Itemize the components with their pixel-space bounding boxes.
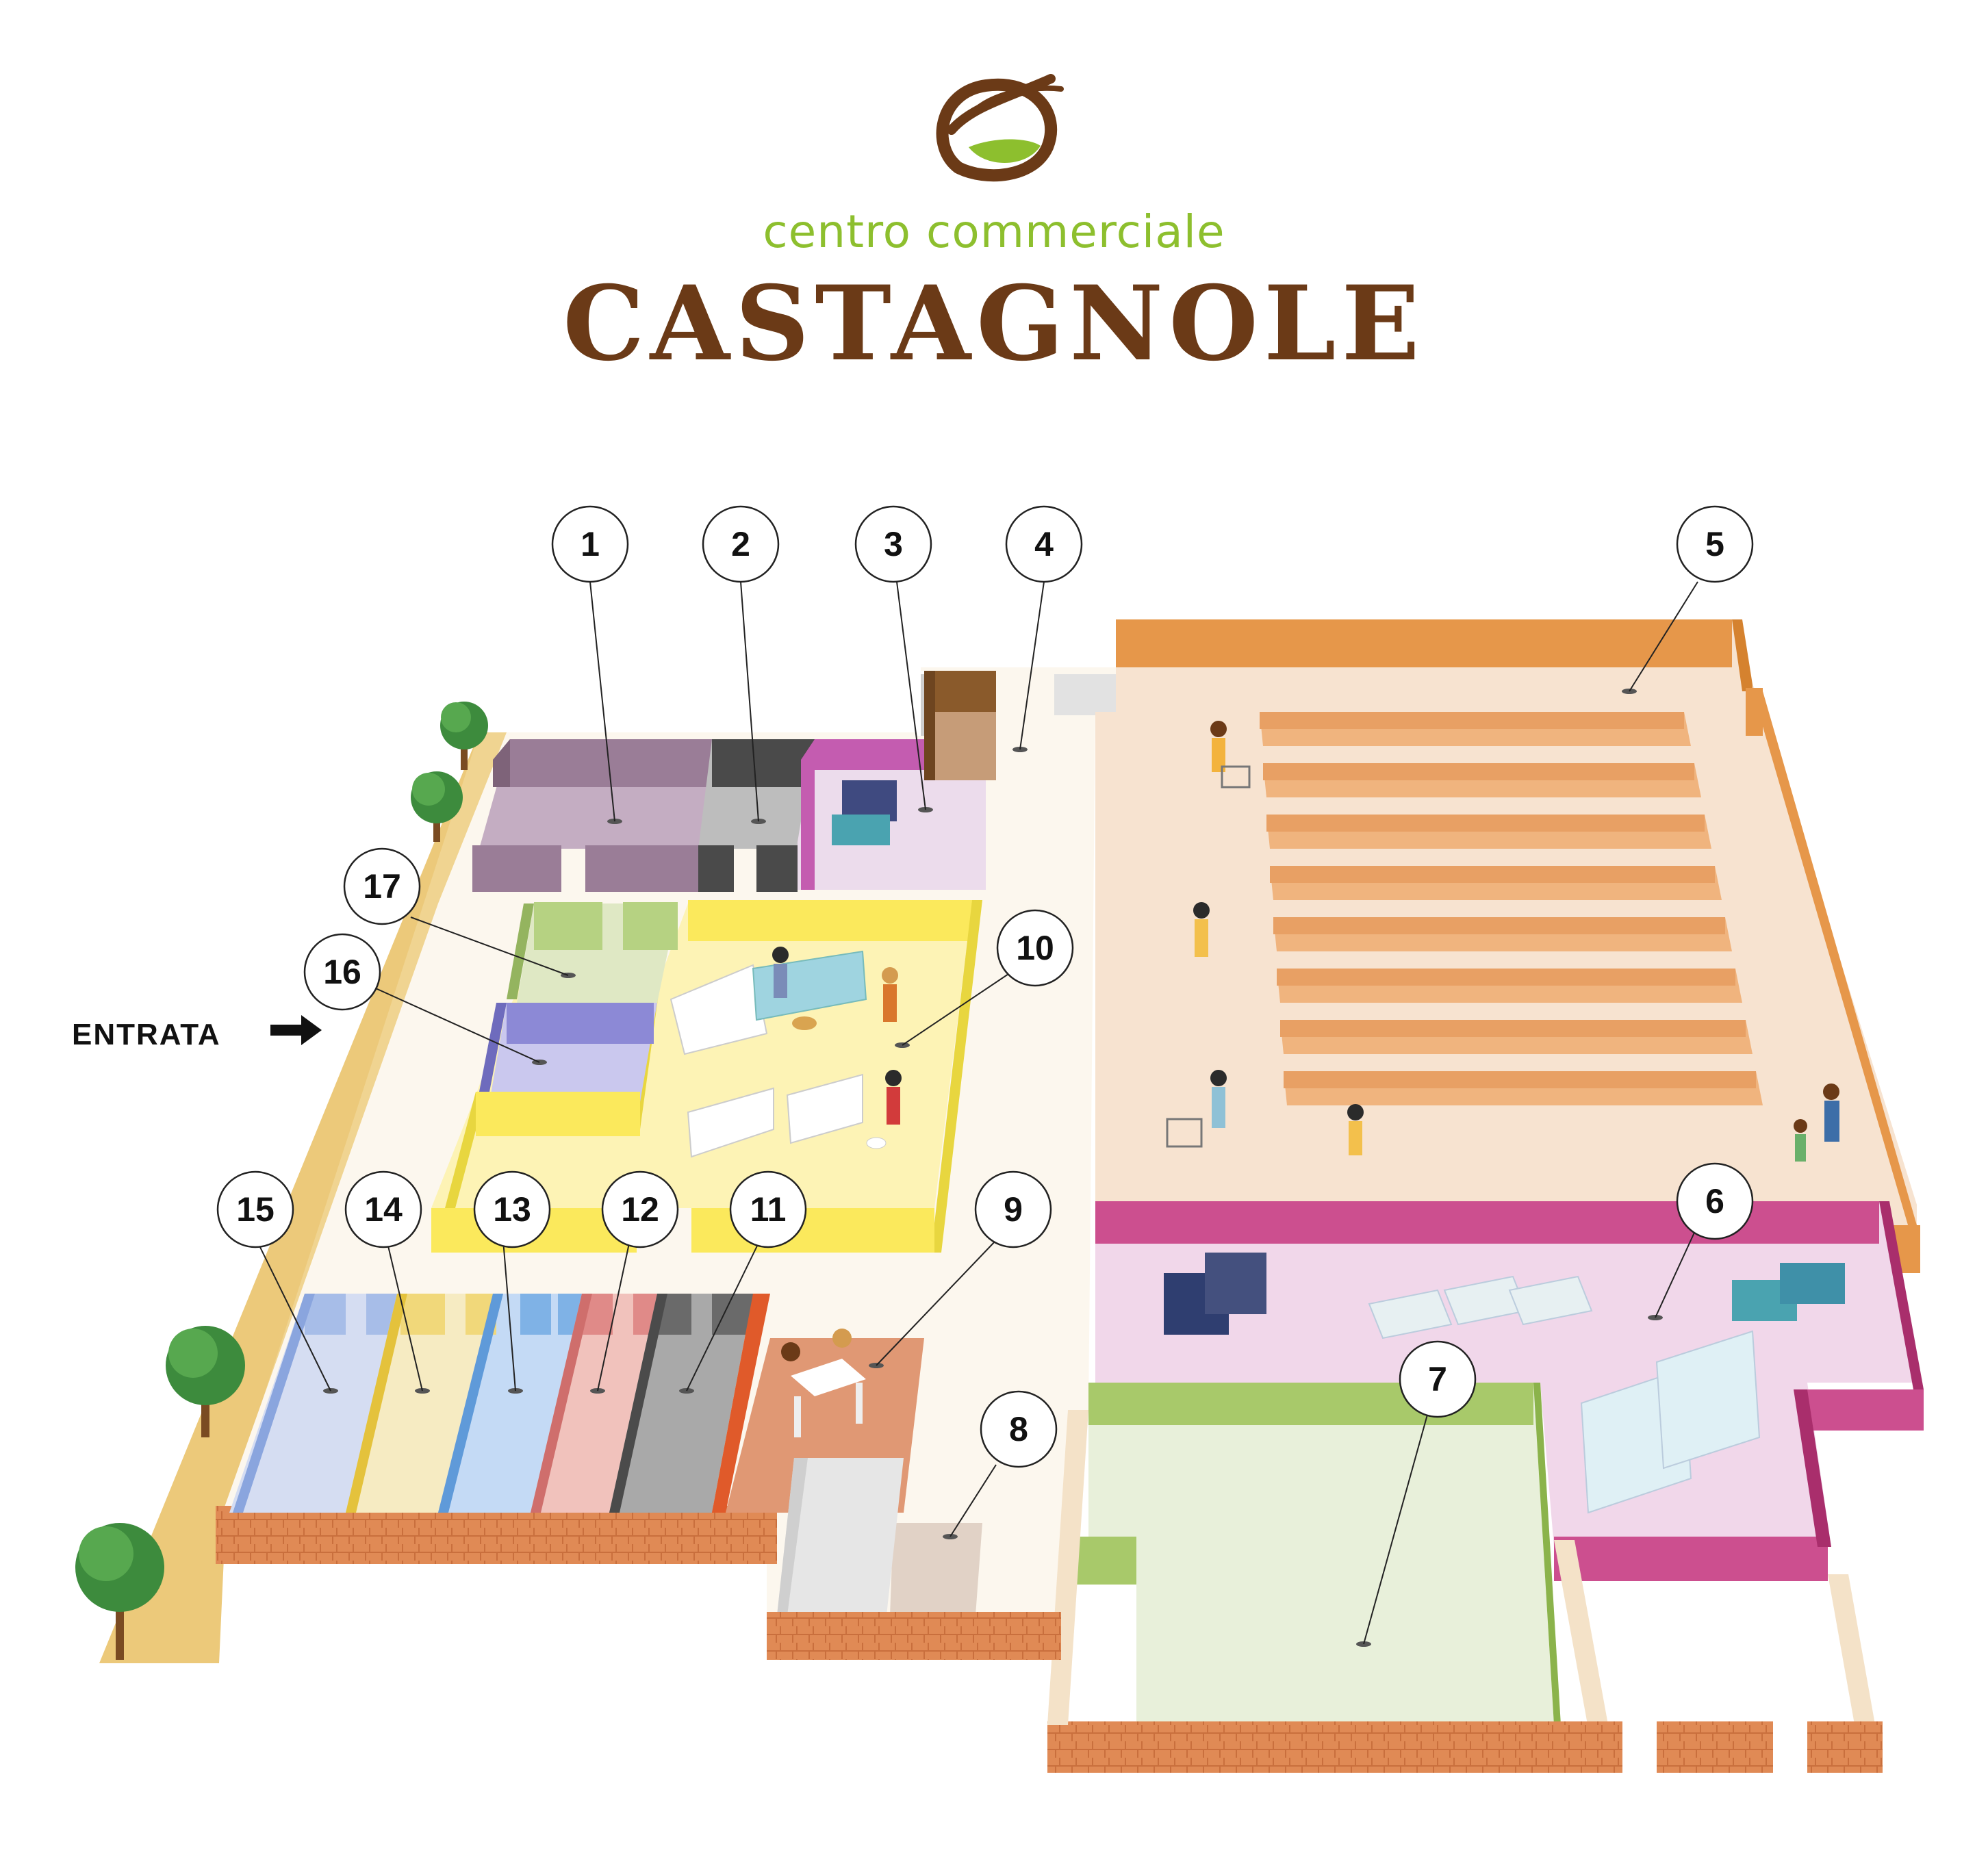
leader-lines	[256, 581, 1698, 1645]
callout-11[interactable]: 11	[729, 1170, 807, 1248]
svg-text:17: 17	[363, 867, 401, 906]
store-17[interactable]	[507, 902, 678, 1003]
store-2[interactable]	[698, 739, 815, 892]
store-16[interactable]	[476, 1003, 657, 1136]
arrow-right-icon	[270, 1015, 322, 1045]
store-11[interactable]	[609, 1294, 753, 1513]
callout-5[interactable]: 5	[1676, 505, 1754, 583]
store-7[interactable]	[1071, 1383, 1561, 1725]
person-icon	[772, 721, 1839, 1162]
entrance-label: ENTRATA	[72, 1018, 221, 1051]
cafe-table-icon	[781, 1329, 866, 1437]
south-brick-wall-right-c	[1807, 1721, 1883, 1773]
callout-10[interactable]: 10	[996, 909, 1074, 987]
callout-6[interactable]: 6	[1676, 1162, 1754, 1240]
callout-1[interactable]: 1	[551, 505, 629, 583]
callout-17[interactable]: 17	[343, 847, 421, 925]
store-13[interactable]	[438, 1294, 582, 1513]
svg-text:9: 9	[1004, 1190, 1023, 1229]
svg-text:5: 5	[1705, 525, 1724, 563]
store-1[interactable]	[472, 739, 712, 892]
callout-3[interactable]: 3	[854, 505, 932, 583]
callout-16[interactable]: 16	[303, 933, 381, 1011]
svg-text:10: 10	[1016, 929, 1054, 967]
callout-9[interactable]: 9	[974, 1170, 1052, 1248]
callout-14[interactable]: 14	[344, 1170, 422, 1248]
tree-icon	[166, 1326, 245, 1437]
gray-room-left-of-4	[921, 671, 924, 674]
shopping-cart-icon	[1166, 765, 1251, 1148]
svg-text:3: 3	[884, 525, 903, 563]
tree-icon	[75, 1523, 164, 1660]
clothes-rack-icon	[832, 780, 1845, 1335]
svg-text:13: 13	[493, 1190, 531, 1229]
castagnole-logo-icon	[936, 74, 1064, 182]
svg-text:2: 2	[731, 525, 750, 563]
store-12[interactable]	[531, 1294, 657, 1513]
callout-4[interactable]: 4	[1005, 505, 1083, 583]
callout-7[interactable]: 7	[1399, 1340, 1477, 1418]
svg-text:14: 14	[364, 1190, 403, 1229]
logo-title: CASTAGNOLE	[563, 264, 1425, 384]
svg-text:11: 11	[750, 1190, 787, 1229]
display-shelf-icon	[670, 950, 1761, 1514]
callout-2[interactable]: 2	[702, 505, 780, 583]
callout-8[interactable]: 8	[980, 1390, 1058, 1468]
svg-text:15: 15	[236, 1190, 275, 1229]
store-8[interactable]	[890, 1523, 982, 1615]
logo-subtitle: centro commerciale	[763, 205, 1225, 258]
svg-text:6: 6	[1705, 1182, 1724, 1220]
callout-13[interactable]: 13	[473, 1170, 551, 1248]
service-room-south	[777, 1458, 904, 1615]
dog-icon	[792, 1016, 887, 1149]
store-15[interactable]	[229, 1294, 397, 1513]
svg-text:8: 8	[1009, 1410, 1028, 1448]
service-room-left-of-4	[917, 671, 921, 736]
svg-text:1: 1	[581, 525, 600, 563]
service-room-west-2	[921, 671, 924, 736]
south-brick-wall-right-b	[1657, 1721, 1773, 1773]
svg-text:16: 16	[323, 953, 361, 991]
south-brick-wall-left	[216, 1506, 777, 1564]
callout-12[interactable]: 12	[601, 1170, 679, 1248]
supermarket-aisles	[1260, 712, 1763, 1105]
south-brick-wall-right-a	[1047, 1721, 1622, 1773]
svg-text:12: 12	[621, 1190, 659, 1229]
gray-room-b	[1054, 674, 1116, 715]
tree-icon	[411, 771, 463, 842]
store-locator-dots	[323, 689, 1663, 1647]
tree-icon	[440, 702, 488, 770]
svg-text:4: 4	[1034, 525, 1054, 563]
svg-text:7: 7	[1428, 1360, 1447, 1398]
callout-15[interactable]: 15	[216, 1170, 294, 1248]
